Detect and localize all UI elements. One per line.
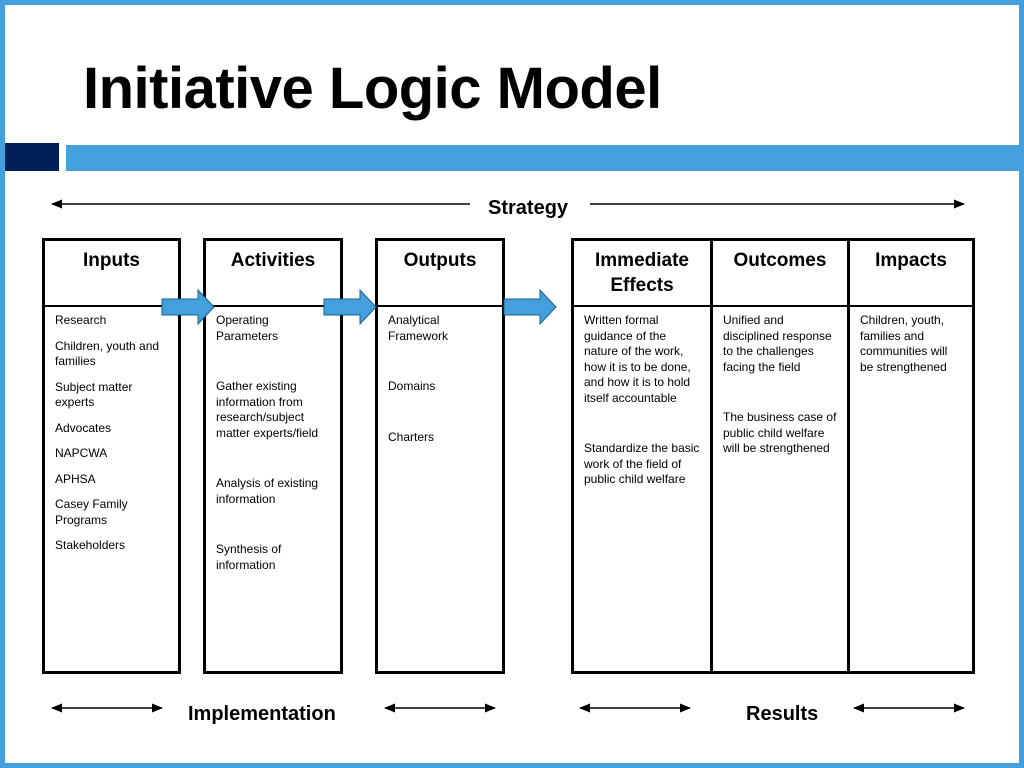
- activities-heading: Activities: [206, 241, 340, 307]
- list-item: Standardize the basic work of the field …: [584, 441, 700, 486]
- inputs-box: Inputs Research Children, youth and fami…: [42, 238, 181, 674]
- flow-arrow-outputs-results: [503, 288, 557, 326]
- header-band-light: [66, 145, 1019, 171]
- impacts-list: Children, youth, families and communitie…: [850, 307, 972, 375]
- list-item: Charters: [388, 429, 435, 444]
- list-item: Domains: [388, 379, 436, 393]
- list-item: Research: [55, 313, 107, 327]
- header-band-dark: [5, 143, 59, 171]
- list-item: Written formal guidance of the nature of…: [584, 313, 691, 405]
- list-item: Analytical Framework: [388, 313, 449, 343]
- impacts-column: Impacts Children, youth, families and co…: [847, 241, 972, 671]
- list-item: Unified and disciplined response to the …: [723, 313, 832, 374]
- activities-list: Operating Parameters Gather existing inf…: [206, 307, 340, 573]
- outcomes-list: Unified and disciplined response to the …: [713, 307, 847, 457]
- list-item: Gather existing information from researc…: [216, 379, 319, 440]
- activities-box: Activities Operating Parameters Gather e…: [203, 238, 343, 674]
- list-item: Children, youth and families: [55, 338, 160, 369]
- outputs-heading: Outputs: [378, 241, 502, 307]
- outputs-list: Analytical Framework Domains Charters: [378, 307, 502, 445]
- outcomes-column: Outcomes Unified and disciplined respons…: [710, 241, 847, 671]
- flow-arrow-inputs-activities: [161, 288, 215, 326]
- outcomes-heading: Outcomes: [713, 241, 847, 307]
- list-item: NAPCWA: [55, 446, 108, 460]
- list-item: APHSA: [55, 471, 96, 486]
- results-box: Immediate Effects Written formal guidanc…: [571, 238, 975, 674]
- list-item: Operating Parameters: [216, 313, 279, 343]
- inputs-heading: Inputs: [45, 241, 178, 307]
- inputs-list: Research Children, youth and families Su…: [45, 307, 178, 554]
- list-item: Subject matter experts: [55, 379, 133, 410]
- results-label: Results: [746, 703, 819, 725]
- list-item: Children, youth, families and communitie…: [860, 313, 948, 374]
- implementation-label: Implementation: [188, 703, 336, 725]
- strategy-label: Strategy: [488, 197, 569, 219]
- list-item: Analysis of existing information: [216, 476, 319, 506]
- connector-arrows: [50, 199, 966, 713]
- impacts-heading: Impacts: [850, 241, 972, 307]
- list-item: Stakeholders: [55, 538, 126, 552]
- slide-title: Initiative Logic Model: [83, 56, 662, 121]
- list-item: The business case of public child welfar…: [723, 410, 837, 455]
- flow-arrow-activities-outputs: [323, 288, 377, 326]
- immediate-effects-list: Written formal guidance of the nature of…: [574, 307, 710, 488]
- list-item: Synthesis of information: [216, 542, 282, 572]
- list-item: Advocates: [55, 420, 112, 435]
- list-item: Casey Family Programs: [55, 497, 128, 527]
- immediate-effects-heading: Immediate Effects: [574, 241, 710, 307]
- outputs-box: Outputs Analytical Framework Domains Cha…: [375, 238, 505, 674]
- immediate-effects-column: Immediate Effects Written formal guidanc…: [574, 241, 710, 671]
